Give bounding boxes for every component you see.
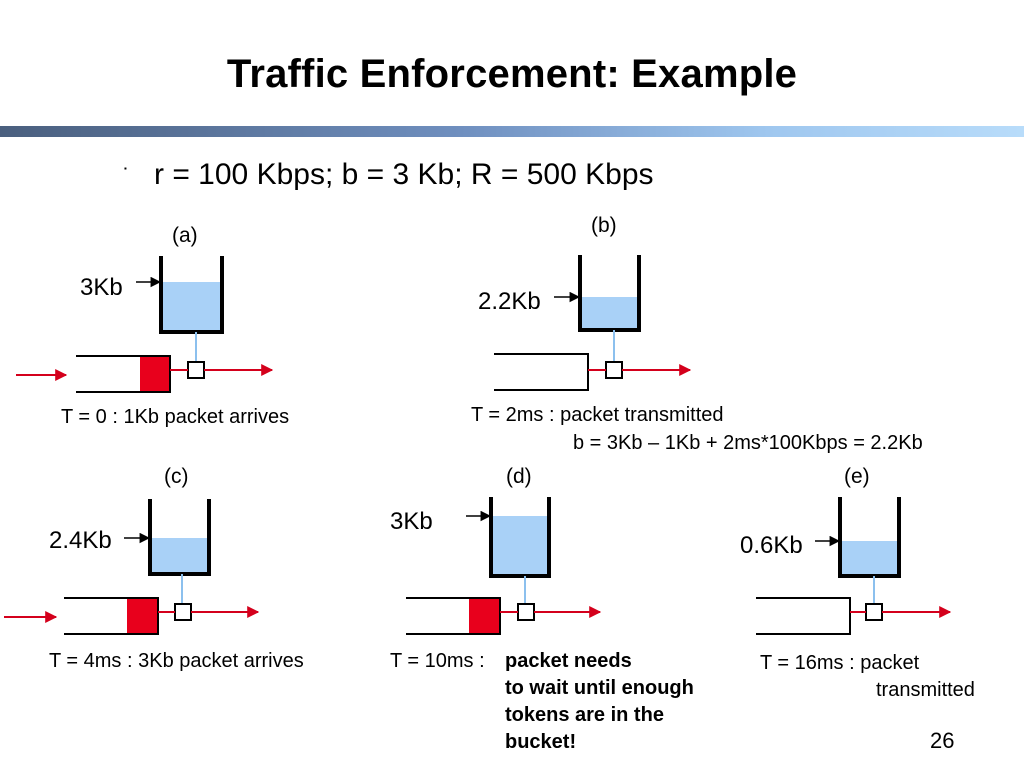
packet-a [140,357,169,391]
regulator-gate-b [605,361,623,379]
packet-queue-d [406,597,501,635]
panel-label-e: (e) [844,465,870,488]
token-fill-b [582,297,638,328]
caption-b-line2: b = 3Kb – 1Kb + 2ms*100Kbps = 2.2Kb [573,432,923,454]
token-fill-c [152,538,208,572]
packet-queue-a [76,355,171,393]
title-divider-bar [0,126,1024,137]
panel-c [4,499,260,635]
caption-d-line1: packet needs [505,650,632,672]
packet-queue-e [756,597,851,635]
regulator-gate-c [174,603,192,621]
caption-d-line2: to wait until enough [505,677,694,699]
bucket-d [489,497,551,578]
caption-a: T = 0 : 1Kb packet arrives [61,406,290,428]
caption-d-line4: bucket! [505,731,577,753]
bucket-level-c: 2.4Kb [49,527,112,554]
panel-d [406,497,602,635]
panel-e [756,497,952,635]
page-number: 26 [930,728,955,753]
bucket-a [159,256,224,334]
slide-title: Traffic Enforcement: Example [226,52,798,96]
bucket-level-d: 3Kb [390,508,433,535]
panel-label-d: (d) [506,465,532,488]
panel-a [16,256,274,393]
packet-queue-b [494,353,589,391]
token-fill-d [493,516,548,574]
caption-b-line1: T = 2ms : packet transmitted [471,404,724,426]
packet-queue-c [64,597,159,635]
packet-d [469,599,499,633]
token-fill-a [163,282,221,330]
regulator-gate-e [865,603,883,621]
bucket-level-b: 2.2Kb [478,288,541,315]
parameters-bullet: r = 100 Kbps; b = 3 Kb; R = 500 Kbps [154,158,654,191]
panel-label-b: (b) [591,214,617,237]
regulator-gate-d [517,603,535,621]
regulator-gate-a [187,361,205,379]
panel-b [494,255,692,391]
token-fill-e [842,541,898,574]
caption-e-line2: transmitted [876,679,975,701]
panel-label-a: (a) [172,224,198,247]
caption-d-line3: tokens are in the [505,704,664,726]
bucket-level-a: 3Kb [80,274,123,301]
packet-c [127,599,157,633]
caption-d-prefix: T = 10ms : [390,650,485,672]
bucket-level-e: 0.6Kb [740,532,803,559]
caption-c: T = 4ms : 3Kb packet arrives [49,650,304,672]
caption-e-line1: T = 16ms : packet [760,652,920,674]
bullet-marker: ▪ [124,164,127,173]
panel-label-c: (c) [164,465,189,488]
